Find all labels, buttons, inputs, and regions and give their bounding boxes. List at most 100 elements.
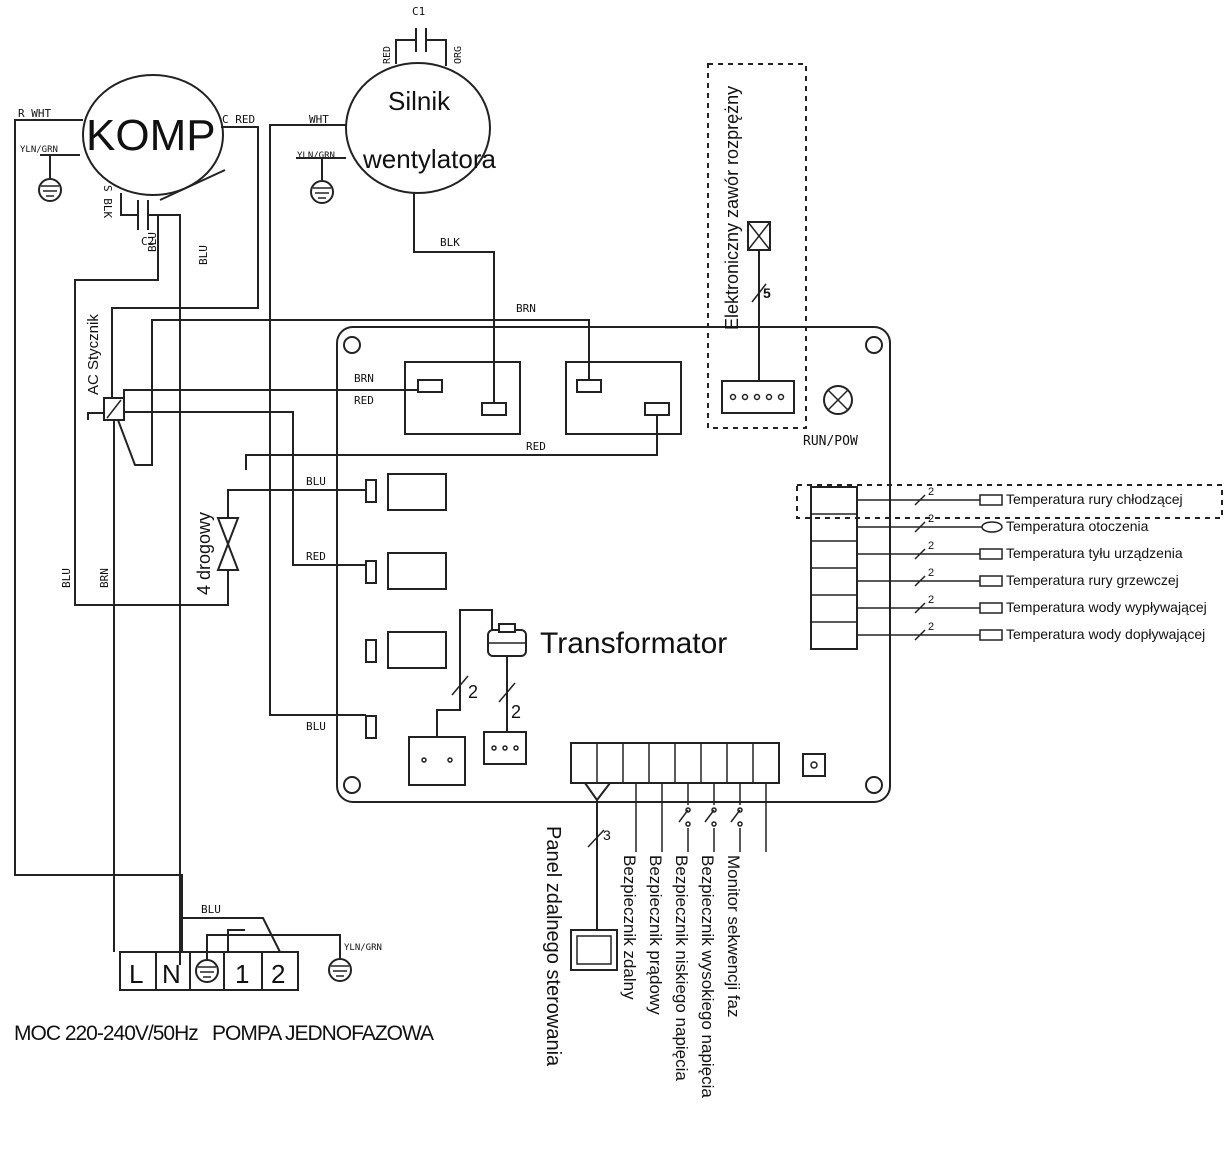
- transformer-label: Transformator: [540, 627, 727, 660]
- expansion-valve-icon: [747, 221, 771, 251]
- sensor-label: Temperatura wody dopływającej: [1006, 626, 1205, 642]
- wire-label-brn: BRN: [354, 372, 374, 385]
- ground-icon: [328, 958, 352, 982]
- svg-text:2: 2: [928, 594, 934, 606]
- relay-pin: [365, 560, 377, 584]
- protection-label: Bezpiecznik prądowy: [646, 855, 665, 1015]
- protection-label: Bezpiecznik niskiego napięcia: [672, 855, 691, 1081]
- wire-count-2: 2: [511, 702, 521, 722]
- board-hole: [343, 776, 361, 794]
- sensor-label: Temperatura tyłu urządzenia: [1006, 545, 1183, 561]
- wire-label-c-red: C RED: [222, 113, 255, 126]
- compressor-label: KOMP: [86, 111, 216, 160]
- terminal-2: 2: [271, 959, 285, 989]
- compressor: [82, 74, 224, 196]
- relay: [387, 631, 447, 669]
- sensor-label: Temperatura rury chłodzącej: [1006, 491, 1183, 507]
- wire-label-yln-grn: YLN/GRN: [20, 145, 58, 155]
- sensor-wires: [857, 494, 982, 641]
- wire-label-yln-grn: YLN/GRN: [297, 151, 335, 161]
- relay-connector: [481, 402, 507, 416]
- svg-text:2: 2: [928, 540, 934, 552]
- protection-wires: [635, 783, 767, 852]
- reset-button: [802, 753, 826, 777]
- remote-panel-label: Panel zdalnego sterowania: [542, 826, 564, 1067]
- four-way-valve-label: 4 drogowy: [194, 512, 214, 595]
- terminal-l: L: [129, 959, 143, 989]
- svg-text:2: 2: [928, 567, 934, 579]
- relay-pin: [365, 479, 377, 503]
- svg-text:2: 2: [928, 513, 934, 525]
- wire-label-wht: WHT: [309, 113, 329, 126]
- power-label: MOC 220-240V/50Hz: [14, 1022, 198, 1045]
- wire-label-s-blk: S BLK: [101, 185, 114, 218]
- wire-label-red: RED: [526, 440, 546, 453]
- svg-text:2: 2: [928, 621, 934, 633]
- relay: [387, 552, 447, 590]
- board-hole: [865, 336, 883, 354]
- capacitor-c2-label: C2: [141, 235, 154, 248]
- relay-pin: [365, 639, 377, 663]
- switch-icon: [678, 807, 743, 827]
- expansion-valve-area: [707, 63, 807, 429]
- sensor-label: Temperatura otoczenia: [1006, 518, 1149, 534]
- ground-icon: [38, 155, 62, 202]
- expansion-valve-connector: [721, 380, 795, 414]
- wire-label-red: RED: [382, 46, 393, 64]
- connector-pins: [729, 393, 785, 401]
- sensor-label: Temperatura wody wypływającej: [1006, 599, 1207, 615]
- transformer-secondary-connector: [483, 731, 527, 765]
- fan-motor: [345, 62, 491, 194]
- wire-label-blu: BLU: [60, 568, 73, 588]
- run-pow-label: RUN/POW: [803, 434, 858, 449]
- board-hole: [865, 776, 883, 794]
- terminal-block-dividers: [596, 743, 754, 783]
- wire-label-blu: BLU: [306, 720, 326, 733]
- wire-label-blu: BLU: [201, 903, 221, 916]
- wire-label-r-wht: R WHT: [18, 107, 51, 120]
- transformer-primary-connector: [408, 736, 466, 786]
- relay: [387, 473, 447, 511]
- terminal-1: 1: [235, 959, 249, 989]
- protection-label: Bezpiecznik zdalny: [620, 855, 639, 1000]
- capacitor-c1-label: C1: [412, 5, 425, 18]
- sensor-1-highlight: [796, 484, 1223, 519]
- sensor-label: Temperatura rury grzewczej: [1006, 572, 1179, 588]
- power-terminal-block: [119, 951, 299, 991]
- protection-label: Monitor sekwencji faz: [724, 855, 743, 1018]
- capacitor-c1: [395, 28, 447, 66]
- relay-module-1: [404, 361, 521, 435]
- fan-motor-label: wentylatora: [362, 144, 496, 174]
- expansion-valve-label: Elektroniczny zawór rozprężny: [722, 86, 742, 330]
- wire-label-org: ORG: [453, 46, 464, 64]
- run-lamp-icon: [823, 385, 853, 415]
- relay-module-2: [565, 361, 682, 435]
- protection-label: Bezpiecznik wysokiego napięcia: [698, 855, 717, 1098]
- sensor-count-labels: 2 2 2 2 2 2: [928, 486, 934, 633]
- wire-count-3: 3: [603, 827, 611, 843]
- relay-connector: [417, 379, 443, 393]
- board-hole: [343, 336, 361, 354]
- relay-connector: [576, 379, 602, 393]
- wire-label-blu: BLU: [306, 475, 326, 488]
- wire-label-blu: BLU: [146, 232, 159, 252]
- fan-motor-label: Silnik: [388, 86, 451, 116]
- wire-label-yln-grn: YLN/GRN: [344, 943, 382, 953]
- capacitor-c2: [120, 193, 165, 230]
- pump-label: POMPA JEDNOFAZOWA: [212, 1022, 434, 1045]
- sensor-probe-icons: [979, 494, 1003, 641]
- wire-label-red: RED: [306, 550, 326, 563]
- svg-text:2: 2: [928, 486, 934, 498]
- wire-count-2: 2: [468, 682, 478, 702]
- contactor-label: AC Stycznik: [85, 314, 102, 395]
- ground-icon: [310, 158, 334, 204]
- sensor-strip-dividers: [811, 513, 857, 623]
- terminal-n: N: [162, 959, 181, 989]
- wire-label-blk: BLK: [440, 236, 460, 249]
- wire-count-5: 5: [763, 285, 771, 301]
- wire-label-brn: BRN: [98, 568, 111, 588]
- wire-label-red: RED: [354, 394, 374, 407]
- relay-pin: [365, 715, 377, 739]
